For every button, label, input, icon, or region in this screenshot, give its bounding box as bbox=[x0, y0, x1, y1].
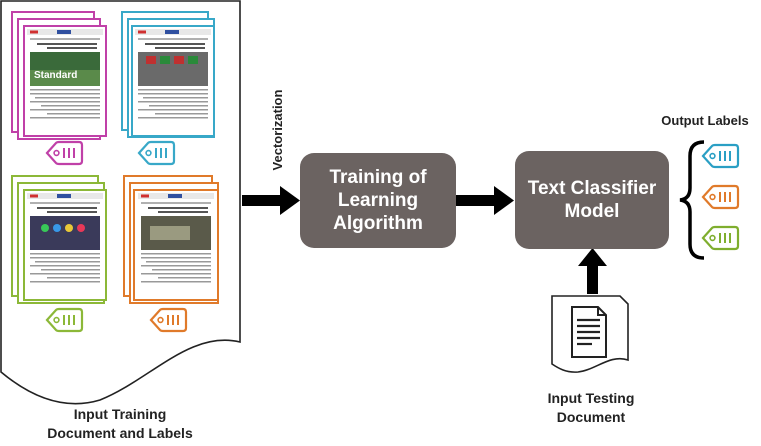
arrow-to-classifier bbox=[456, 186, 514, 215]
tag-icon-output-green bbox=[701, 225, 740, 251]
tag-icon-output-orange bbox=[701, 184, 740, 210]
training-algorithm-box: Training of Learning Algorithm bbox=[300, 153, 456, 248]
document-stack-magenta: Standard bbox=[11, 11, 107, 140]
classifier-box-line1: Text Classifier bbox=[527, 178, 657, 199]
svg-text:Standard: Standard bbox=[34, 70, 77, 81]
input-testing-label: Input Testing Document bbox=[530, 389, 652, 427]
output-brace bbox=[679, 140, 705, 260]
training-box-line1: Training of bbox=[329, 167, 427, 188]
input-training-label: Input Training Document and Labels bbox=[20, 405, 220, 443]
vectorization-label: Vectorization bbox=[270, 89, 285, 171]
input-testing-line1: Input Testing bbox=[547, 390, 635, 406]
input-training-line1: Input Training bbox=[73, 406, 167, 422]
training-box-line3: Algorithm bbox=[333, 213, 423, 234]
document-icon bbox=[571, 306, 607, 358]
input-training-line2: Document and Labels bbox=[47, 425, 193, 441]
text-classifier-box: Text Classifier Model bbox=[515, 151, 669, 249]
tag-icon-output-cyan bbox=[701, 143, 740, 169]
arrow-to-training bbox=[242, 186, 300, 215]
document-stack-cyan bbox=[121, 11, 215, 138]
arrow-testing-to-classifier bbox=[578, 248, 607, 294]
document-stack-green bbox=[11, 175, 107, 304]
document-stack-orange bbox=[123, 175, 219, 304]
training-box-line2: Learning bbox=[337, 190, 419, 211]
classifier-box-line2: Model bbox=[564, 201, 620, 222]
output-labels-title: Output Labels bbox=[661, 113, 749, 128]
input-testing-line2: Document bbox=[556, 409, 626, 425]
